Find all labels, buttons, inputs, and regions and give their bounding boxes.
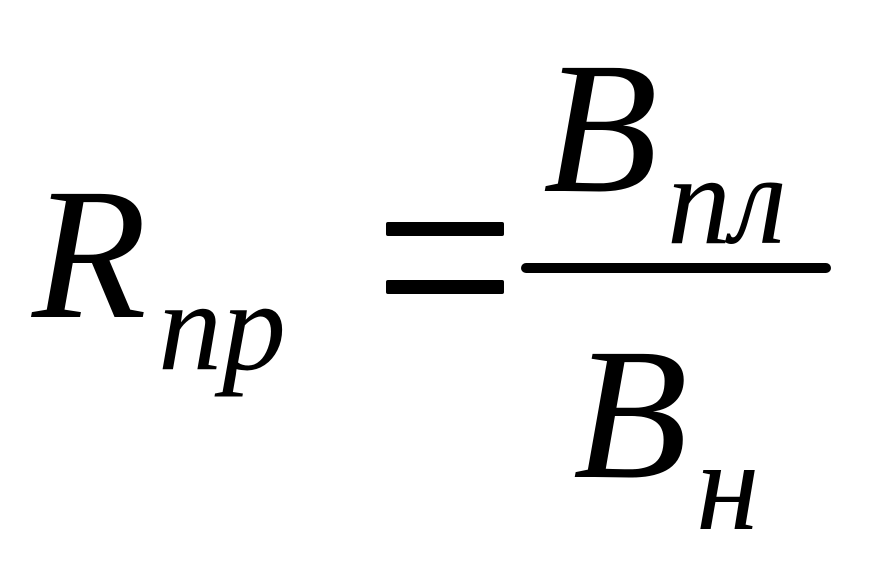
denominator-symbol: B <box>573 309 688 518</box>
equals-sign <box>386 222 504 294</box>
denominator-subscript: н <box>696 415 760 557</box>
lhs-subscript: пр <box>158 255 286 397</box>
numerator-subscript: пл <box>667 129 787 271</box>
fraction-line <box>521 263 831 273</box>
equals-bar-bottom <box>386 280 504 294</box>
numerator-symbol: B <box>543 23 658 232</box>
equals-bar-top <box>386 222 504 236</box>
lhs-symbol: R <box>32 149 147 358</box>
